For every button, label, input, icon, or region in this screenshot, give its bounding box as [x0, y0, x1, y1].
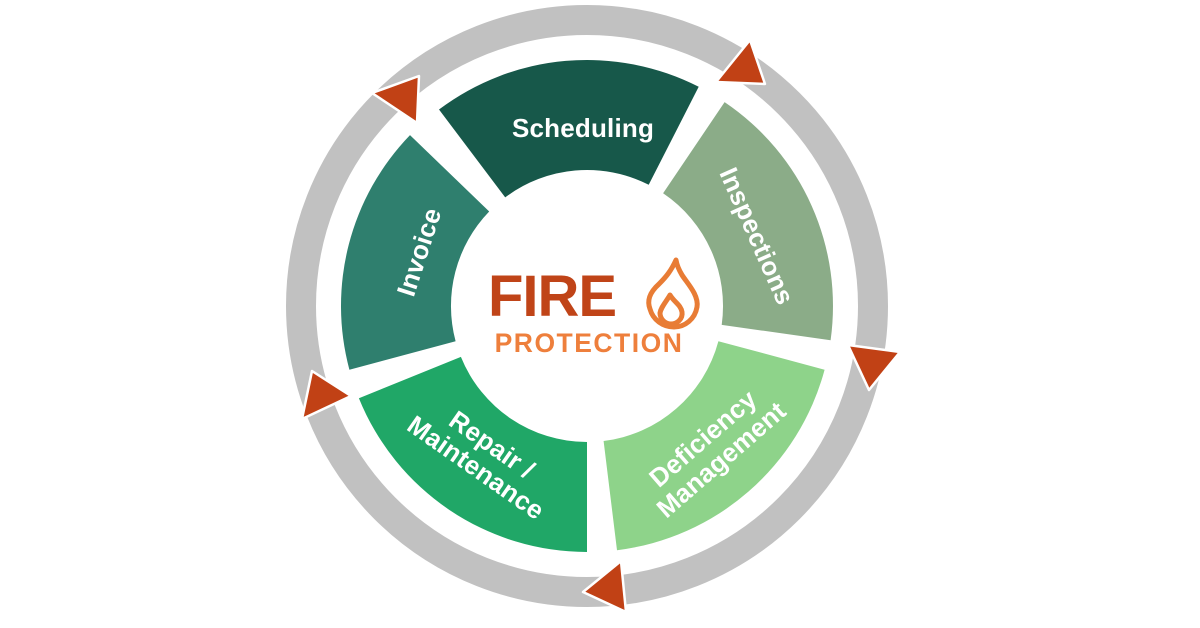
segment-invoice — [340, 135, 490, 370]
cycle-arrow-left — [300, 369, 353, 421]
flame-outer-outline — [646, 257, 700, 330]
segment-inspections — [663, 102, 833, 341]
cycle-arrows — [300, 38, 902, 614]
segment-repair-maintenance — [358, 356, 587, 552]
segment-scheduling — [439, 59, 699, 198]
segment-deficiency-management — [603, 341, 825, 551]
cycle-arrow-right — [846, 343, 902, 392]
cycle-arrow-top-right — [714, 38, 767, 86]
cycle-arrow-bottom — [581, 559, 628, 614]
cycle-arrow-top-left — [370, 74, 421, 125]
segment-label-line: Scheduling — [512, 113, 654, 143]
segment-label-scheduling: Scheduling — [512, 113, 654, 143]
center-logo: FIRE PROTECTION — [488, 257, 700, 358]
flame-icon — [646, 257, 700, 330]
logo-title: FIRE — [488, 264, 616, 329]
flame-inner-outline — [657, 292, 685, 327]
logo-subtitle: PROTECTION — [495, 328, 684, 358]
